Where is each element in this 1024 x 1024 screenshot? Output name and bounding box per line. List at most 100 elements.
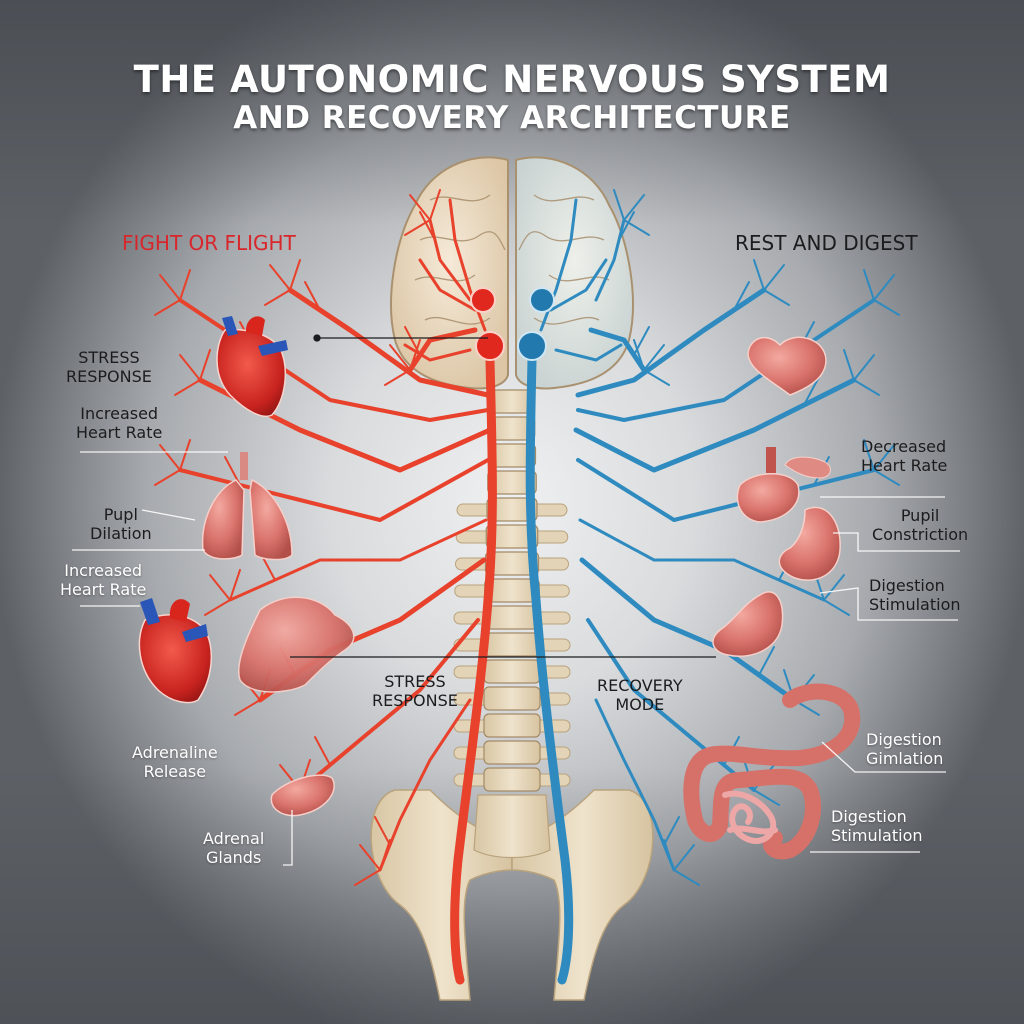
sympathetic-twig: [379, 839, 391, 871]
label-decreased-heart-rate: Decreased Heart Rate: [861, 437, 948, 475]
heading-rest-and-digest: REST AND DIGEST: [735, 231, 918, 255]
brain-vessel-blue: [549, 258, 608, 312]
heading-fight-or-flight: FIGHT OR FLIGHT: [122, 231, 296, 255]
parasympathetic-twig: [873, 469, 900, 486]
parasympathetic-twig: [753, 259, 765, 291]
sympathetic-nerves: [154, 189, 497, 985]
vertebra: [483, 659, 541, 684]
label-increased-heart-rate-2: Increased Heart Rate: [60, 561, 147, 599]
liver-and-stomach: [736, 447, 841, 581]
label-center-stress-response: STRESS RESPONSE: [372, 672, 458, 710]
sympathetic-twig: [224, 456, 241, 486]
brain-vessel-blue: [554, 343, 623, 362]
sympathetic-twig: [409, 339, 421, 371]
sympathetic-branch: [407, 327, 478, 373]
sympathetic-trunk: [450, 355, 497, 985]
parasympathetic-branch: [594, 218, 626, 302]
parasympathetic-twig: [733, 281, 750, 311]
label-digestion-stimulation-2: Digestion Stimulation: [831, 807, 923, 845]
vertebra: [486, 497, 538, 522]
sympathetic-twig: [289, 259, 301, 291]
parasympathetic-twig: [673, 844, 695, 871]
sympathetic-twig: [389, 344, 411, 371]
sympathetic-twig: [154, 299, 181, 316]
sympathetic-twig: [269, 264, 291, 291]
label-digestion-gimlation: Digestion Gimlation: [866, 730, 944, 768]
sympathetic-twig: [264, 289, 291, 306]
vertebra: [483, 686, 541, 711]
sympathetic-twig: [174, 379, 201, 396]
adrenal-gland: [270, 774, 335, 817]
sympathetic-twig: [314, 736, 331, 766]
parasympathetic-twig: [873, 444, 895, 471]
parasympathetic-ganglion-lower: [517, 331, 547, 361]
parasympathetic-branch: [573, 377, 857, 473]
sympathetic-twig: [354, 869, 381, 886]
parasympathetic-twig: [873, 299, 900, 316]
title-line-2: AND RECOVERY ARCHITECTURE: [233, 100, 791, 136]
sympathetic-twig: [204, 599, 231, 616]
sympathetic-twig: [179, 269, 191, 301]
parasympathetic-twig: [758, 646, 775, 676]
leader-lines: [290, 334, 716, 658]
sympathetic-twig: [419, 211, 436, 241]
title-line-1: THE AUTONOMIC NERVOUS SYSTEM: [133, 58, 891, 101]
parasympathetic-twig: [643, 369, 670, 386]
sympathetic-twig: [409, 194, 431, 221]
vertebra: [487, 470, 537, 495]
vertebra: [483, 713, 541, 738]
sympathetic-ganglion-lower: [475, 331, 505, 361]
label-underlines: [72, 451, 960, 866]
parasympathetic-twig: [623, 194, 645, 221]
vertebra: [483, 740, 541, 765]
label-adrenaline-release: Adrenaline Release: [132, 743, 218, 781]
parasympathetic-twig: [663, 816, 680, 846]
sympathetic-twig: [199, 349, 211, 381]
label-stress-response: STRESS RESPONSE: [66, 348, 152, 386]
stomach: [712, 591, 784, 657]
vertebra: [483, 767, 541, 792]
parasympathetic-twig: [843, 349, 855, 381]
parasympathetic-twig: [753, 789, 780, 806]
sympathetic-twig: [159, 444, 181, 471]
parasympathetic-twig: [613, 189, 625, 221]
parasympathetic-twig: [643, 344, 665, 371]
parasympathetic-twig: [803, 376, 820, 406]
brain-vessel-red: [403, 343, 472, 362]
heart-upper: [216, 316, 288, 417]
sympathetic-twig: [229, 569, 241, 601]
parasympathetic-twig: [633, 339, 645, 371]
sympathetic-ganglion-upper: [470, 287, 496, 313]
heart-shaped-organ: [747, 336, 827, 396]
intestines: [683, 683, 861, 860]
parasympathetic-branch: [588, 327, 647, 373]
sympathetic-twig: [359, 844, 381, 871]
parasympathetic-twig: [863, 439, 875, 471]
vertebra: [483, 605, 541, 630]
parasympathetic-twig: [633, 326, 650, 356]
parasympathetic-twig: [618, 211, 635, 241]
vertebra: [483, 632, 541, 657]
brain-vessel-red: [418, 258, 477, 312]
parasympathetic-twig: [763, 289, 790, 306]
parasympathetic-ganglion-upper: [529, 287, 555, 313]
label-digestion-stimulation: Digestion Stimulation: [869, 576, 961, 614]
sympathetic-twig: [374, 816, 391, 846]
parasympathetic-twig: [863, 269, 875, 301]
label-center-recovery-mode: RECOVERY MODE: [597, 676, 683, 714]
parasympathetic-trunk: [525, 355, 574, 985]
sympathetic-twig: [429, 189, 441, 221]
parasympathetic-twig: [853, 354, 875, 381]
label-adrenal-glands: Adrenal Glands: [203, 829, 265, 867]
parasympathetic-twig: [673, 869, 700, 886]
sympathetic-twig: [384, 369, 411, 386]
sympathetic-twig: [179, 439, 191, 471]
parasympathetic-twig: [663, 839, 675, 871]
sympathetic-twig: [154, 469, 181, 486]
sympathetic-branch: [428, 218, 472, 302]
sympathetic-twig: [304, 281, 321, 311]
label-pupil-dilation: Pupl Dilation: [90, 505, 152, 543]
digestive-organ-left: [238, 596, 355, 693]
